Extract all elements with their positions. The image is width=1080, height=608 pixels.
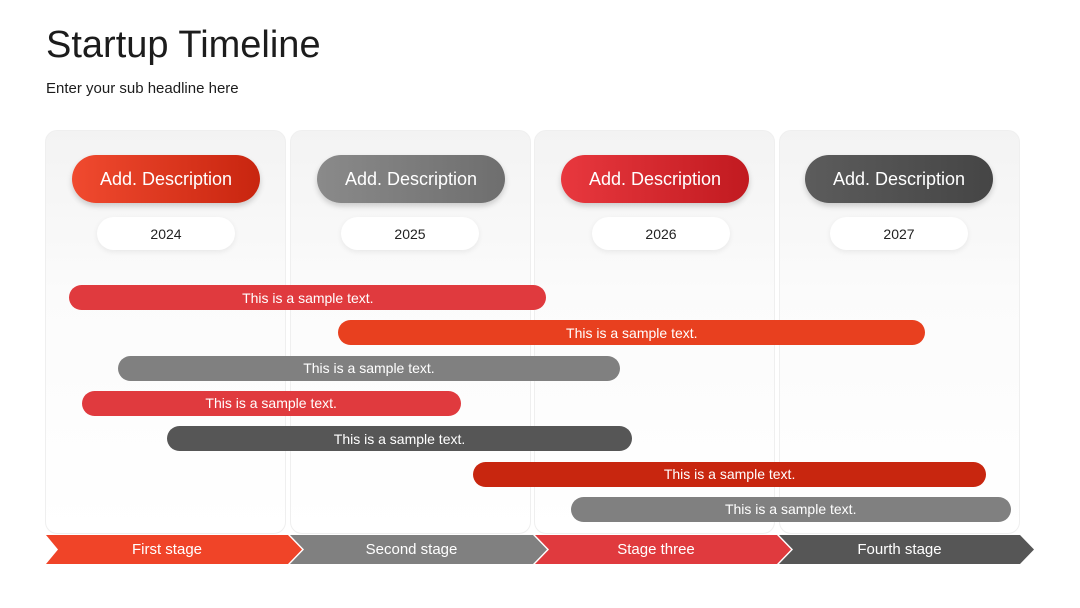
description-pill-4[interactable]: Add. Description [805, 155, 993, 203]
stage-label-4: Fourth stage [857, 541, 942, 558]
description-pill-3[interactable]: Add. Description [561, 155, 749, 203]
timeline-bar-7[interactable]: This is a sample text. [570, 496, 1011, 522]
year-badge-1: 2024 [97, 217, 235, 250]
stage-label-2: Second stage [365, 541, 458, 558]
timeline-bar-2[interactable]: This is a sample text. [338, 320, 926, 346]
page-subtitle: Enter your sub headline here [46, 80, 239, 97]
timeline-bar-3[interactable]: This is a sample text. [118, 355, 620, 381]
page-title: Startup Timeline [46, 24, 321, 66]
timeline-bar-5[interactable]: This is a sample text. [167, 426, 632, 452]
year-badge-4: 2027 [830, 217, 968, 250]
timeline-bar-1[interactable]: This is a sample text. [69, 285, 547, 310]
timeline-bar-4[interactable]: This is a sample text. [81, 390, 461, 416]
stage-label-3: Stage three [617, 541, 695, 558]
description-pill-2[interactable]: Add. Description [317, 155, 505, 203]
year-badge-3: 2026 [592, 217, 730, 250]
year-badge-2: 2025 [341, 217, 479, 250]
timeline-bar-6[interactable]: This is a sample text. [472, 461, 987, 487]
stage-label-1: First stage [131, 541, 203, 558]
description-pill-1[interactable]: Add. Description [72, 155, 260, 203]
